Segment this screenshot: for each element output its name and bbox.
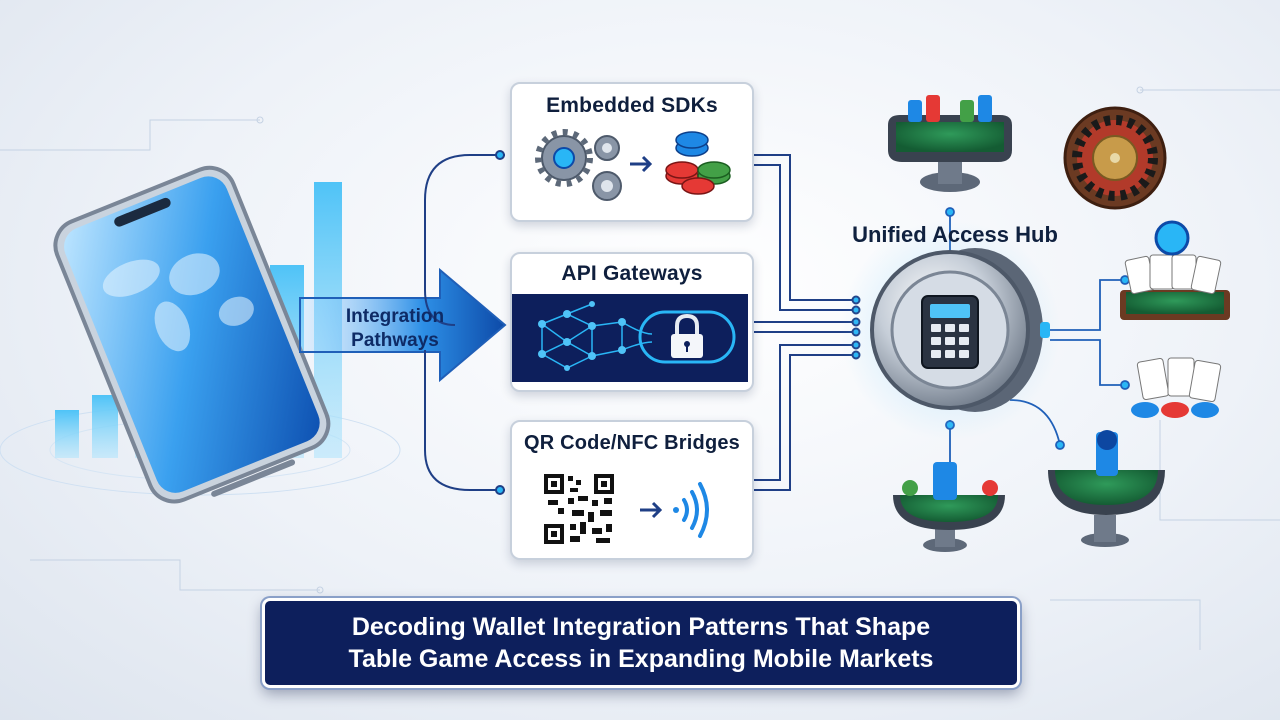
keypad-icon xyxy=(921,295,979,369)
pathway-card-sdk: Embedded SDKs xyxy=(510,82,754,222)
pathway-label-sdk: Embedded SDKs xyxy=(546,94,718,117)
network-icon xyxy=(512,294,748,382)
arrow-label-line-2: Pathways xyxy=(351,330,439,351)
pathway-card-qr: QR Code/NFC Bridges xyxy=(510,420,754,560)
blackjack-table-icon xyxy=(893,430,1165,552)
pathway-card-api: API Gateways xyxy=(510,252,754,392)
padlock-icon xyxy=(671,313,703,358)
chip-stack-icon xyxy=(665,131,731,195)
integration-arrow xyxy=(299,267,507,383)
arrow-label: Integration Pathways xyxy=(330,305,460,353)
arrow-label-line-1: Integration xyxy=(345,306,445,327)
chip-stack-icon xyxy=(1131,357,1222,418)
title-line-1: Decoding Wallet Integration Patterns Tha… xyxy=(351,613,931,641)
nfc-waves-icon xyxy=(673,482,709,538)
qr-code-icon xyxy=(542,472,709,546)
left-connectors xyxy=(424,150,505,495)
smartphone-icon xyxy=(53,165,331,504)
hub-label: Unified Access Hub xyxy=(852,222,1058,247)
playing-cards-icon xyxy=(1120,220,1230,320)
title-line-2: Table Game Access in Expanding Mobile Ma… xyxy=(348,645,934,673)
gear-icon xyxy=(535,129,731,201)
poker-table-icon xyxy=(888,95,1012,192)
pathway-label-api: API Gateways xyxy=(561,262,703,285)
pathway-label-qr: QR Code/NFC Bridges xyxy=(523,432,741,454)
title-banner: Decoding Wallet Integration Patterns Tha… xyxy=(262,598,1020,688)
vault-icon xyxy=(840,220,1060,440)
roulette-wheel-icon xyxy=(1063,106,1167,210)
